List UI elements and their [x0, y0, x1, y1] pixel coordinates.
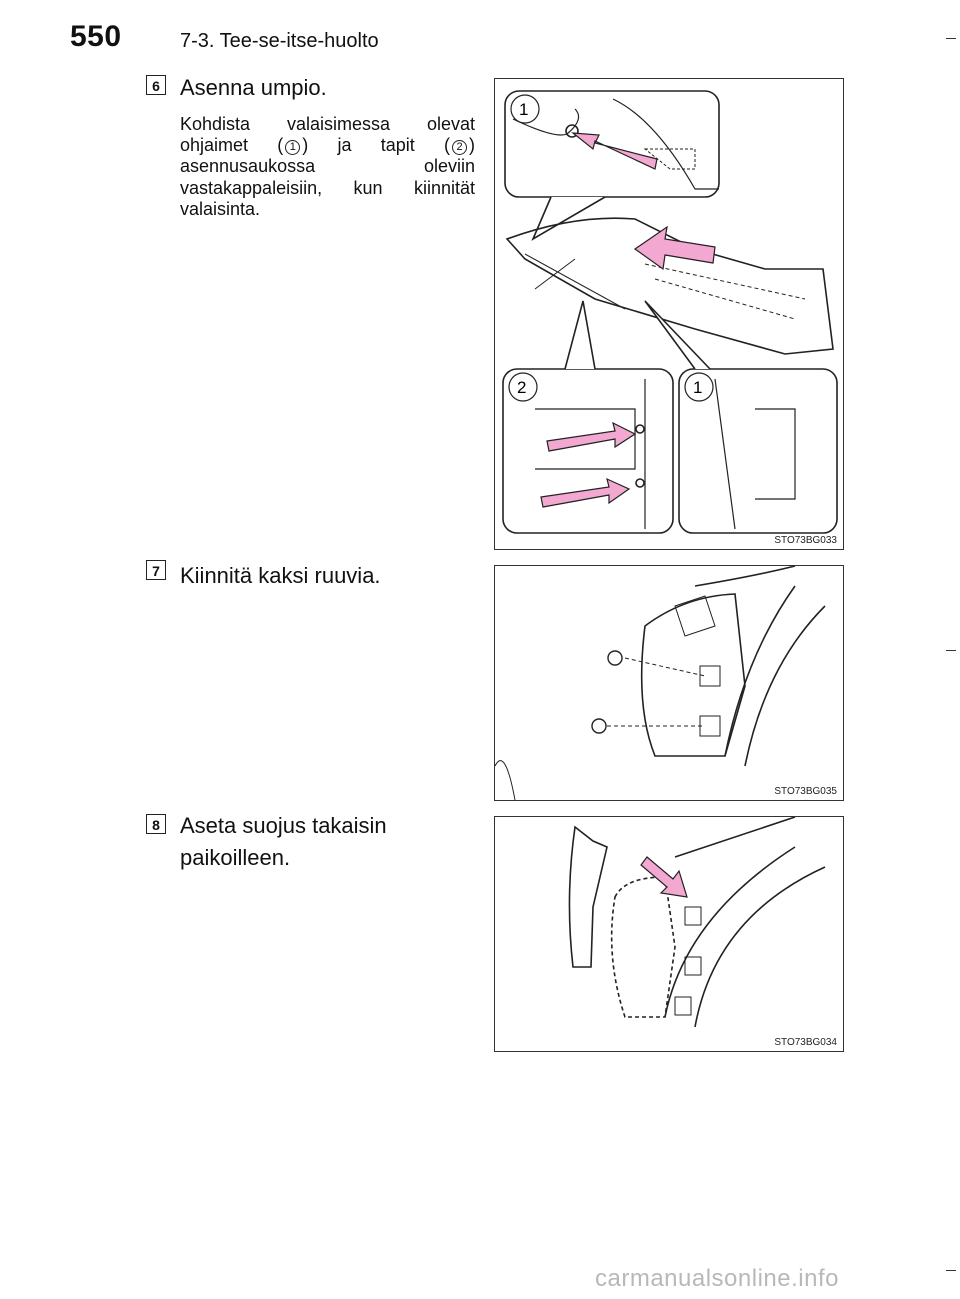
- detail-bubble-right: [678, 368, 838, 534]
- step-description: Kohdista valaisimessa olevat ohjaimet (1…: [180, 114, 475, 220]
- marker-1: 1: [285, 140, 301, 156]
- screw-icon: [607, 650, 623, 666]
- figure-code: STO73BG033: [774, 535, 837, 546]
- desc-text: ) asennusaukossa oleviin vastakappaleisi…: [180, 135, 475, 219]
- marker-2: 2: [452, 140, 467, 156]
- figure-code: STO73BG034: [774, 1037, 837, 1048]
- desc-text: ) ja tapit (: [302, 135, 450, 156]
- arrow-icon: [640, 856, 688, 898]
- watermark: carmanualsonline.info: [595, 1265, 839, 1292]
- step-heading: Asenna umpio.: [180, 75, 327, 100]
- desc-text: Kohdista valaisimessa olevat ohjaimet (: [180, 114, 475, 156]
- screws-illustration: [495, 566, 826, 800]
- step-number-badge: 8: [146, 814, 166, 834]
- callout-1: 1: [693, 378, 702, 397]
- step-number-badge: 7: [146, 560, 166, 580]
- crop-mark: [946, 38, 956, 39]
- step-number-badge: 6: [146, 75, 166, 95]
- screw-icon: [591, 718, 607, 734]
- cover-illustration: [568, 817, 826, 1028]
- callout-1: 1: [519, 100, 528, 119]
- step-heading: Kiinnitä kaksi ruuvia.: [180, 563, 381, 588]
- detail-bubble: [504, 90, 720, 198]
- section-title: 7-3. Tee-se-itse-huolto: [180, 30, 379, 52]
- step-heading: Aseta suojus takaisin paikoilleen.: [180, 813, 387, 870]
- crop-mark: [946, 1270, 956, 1271]
- figure-install-lamp: 1 2 1 STO73BG033: [494, 78, 844, 550]
- figure-code: STO73BG035: [774, 786, 837, 797]
- figure-cover: STO73BG034: [494, 816, 844, 1052]
- page-number: 550: [70, 20, 122, 53]
- callout-2: 2: [517, 378, 526, 397]
- crop-mark: [946, 650, 956, 651]
- figure-screws: STO73BG035: [494, 565, 844, 801]
- install-lamp-illustration: 1 2 1: [502, 90, 838, 534]
